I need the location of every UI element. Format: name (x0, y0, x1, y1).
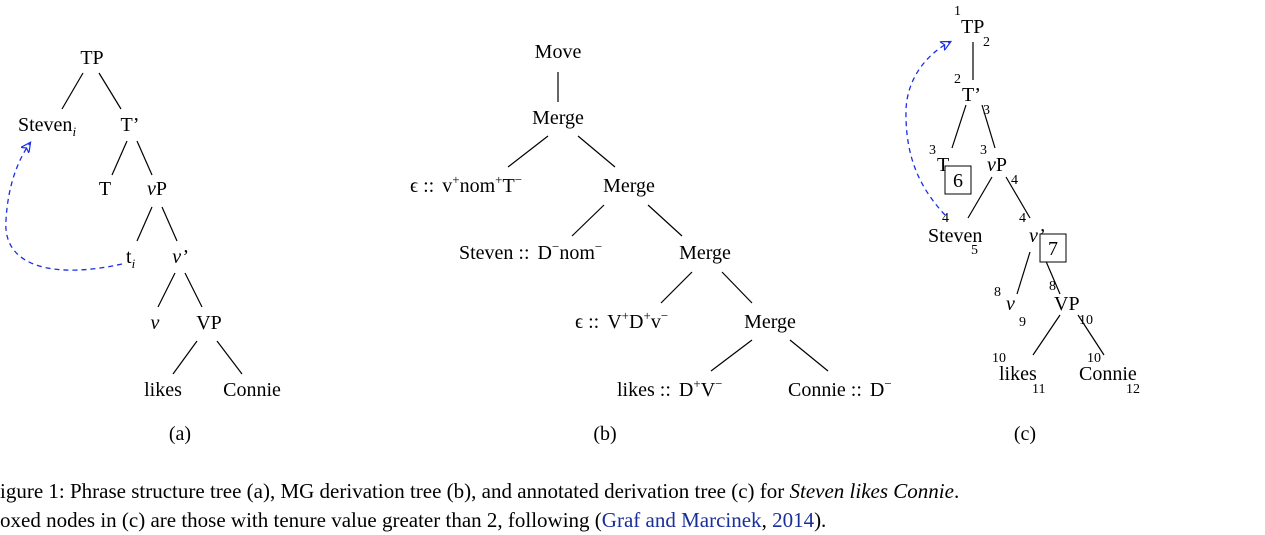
node-c-likes: likes (999, 363, 1037, 385)
num-vp-post: 4 (1011, 173, 1018, 188)
edge-merge3-merge4 (721, 271, 753, 304)
num-v-pre: 8 (994, 285, 1001, 300)
edge-c-vbar-v (1016, 251, 1031, 295)
num-likes-pre: 10 (992, 351, 1006, 366)
node-c-t-bar: T’ (962, 84, 981, 106)
caption-line-2: oxed nodes in (c) are those with tenure … (0, 505, 826, 535)
edge-vbar-v (157, 272, 176, 308)
node-c-connie: Connie (1079, 363, 1137, 385)
edge-c-vplow-connie (1077, 314, 1105, 356)
tenure-value-t: 6 (953, 170, 963, 192)
citation-link-authors[interactable]: Graf and Marcinek (601, 508, 762, 532)
edge-vp-vbar (161, 206, 178, 242)
node-v-bar: v’ (172, 246, 188, 268)
edge-merge1-eps1 (507, 135, 549, 168)
edge-c-tbar-t (951, 104, 967, 149)
node-merge-1: Merge (532, 107, 584, 129)
num-likes-post: 11 (1032, 382, 1045, 397)
node-c-vp-lower: VP (1054, 293, 1080, 315)
node-steven-lex: Steven ::D−nom− (459, 239, 602, 264)
num-v-post: 9 (1019, 315, 1026, 330)
edge-merge3-eps2 (660, 271, 693, 304)
num-t-pre: 3 (929, 143, 936, 158)
subfigure-label-c: (c) (1014, 423, 1036, 445)
node-epsilon-t: ϵ ::v+nom+T− (410, 172, 522, 197)
caption-text: oxed nodes in (c) are those with tenure … (0, 508, 602, 532)
edge-vbar-vplow (184, 272, 203, 308)
num-vplow-post: 10 (1079, 313, 1093, 328)
num-vplow-pre: 8 (1049, 279, 1056, 294)
edge-tp-steven (61, 72, 84, 110)
citation-link-year[interactable]: 2014 (772, 508, 815, 532)
node-c-v: v (1006, 293, 1015, 315)
num-vp-pre: 3 (980, 143, 987, 158)
caption-text: , (761, 508, 773, 532)
node-merge-4: Merge (744, 311, 796, 333)
num-connie-pre: 10 (1087, 351, 1101, 366)
node-merge-2: Merge (603, 175, 655, 197)
edge-c-vp-vbar (1005, 176, 1031, 219)
num-tbar-pre: 2 (954, 72, 961, 87)
node-connie-lex: Connie ::D− (788, 376, 892, 401)
edge-merge4-connie (789, 339, 829, 372)
num-steven-pre: 4 (942, 211, 949, 226)
node-epsilon-v: ϵ ::V+D+v− (575, 308, 668, 333)
edge-merge1-merge2 (577, 135, 616, 168)
annotated-derivation-tree: 1 TP 2 2 T’ 3 3 T 6 3 vP 4 4 Steven 5 4 … (905, 4, 1140, 445)
node-vp-lower: VP (196, 312, 222, 334)
edge-merge2-merge3 (647, 204, 683, 237)
edge-vp-trace (136, 206, 153, 242)
edge-tbar-vp (136, 140, 153, 176)
subfigure-label-a: (a) (169, 423, 191, 445)
edge-vplow-likes (172, 340, 198, 375)
edge-merge4-likes (710, 339, 753, 372)
mg-derivation-tree: Move Merge ϵ ::v+nom+T− Merge Steven ::D… (410, 41, 892, 445)
num-tp-pre: 1 (954, 4, 961, 19)
caption-text: igure 1: Phrase structure tree (a), MG d… (0, 479, 790, 503)
node-c-tp: TP (961, 16, 984, 38)
node-move: Move (535, 41, 582, 63)
tenure-box-t (944, 165, 972, 195)
node-tp: TP (80, 47, 103, 69)
node-likes-lex: likes ::D+V− (617, 376, 722, 401)
num-tbar-post: 3 (983, 103, 990, 118)
edge-c-vp-steven (967, 176, 993, 219)
edge-vplow-connie (216, 340, 243, 375)
caption-text: ). (814, 508, 827, 532)
subfigure-label-b: (b) (593, 423, 616, 445)
caption-example-sentence: Steven likes Connie (789, 479, 954, 503)
edge-c-tbar-vp (981, 104, 996, 149)
edge-merge2-steven (571, 204, 605, 237)
node-t: T (99, 178, 111, 200)
num-vbar-pre: 4 (1019, 211, 1026, 226)
node-merge-3: Merge (679, 242, 731, 264)
num-steven-post: 5 (971, 243, 978, 258)
caption-line-1: igure 1: Phrase structure tree (a), MG d… (0, 476, 959, 506)
edge-tbar-t (111, 140, 128, 176)
num-connie-post: 12 (1126, 382, 1140, 397)
tenure-box-vbar (1039, 233, 1067, 263)
edge-tp-tbar (98, 72, 122, 110)
edge-c-vplow-likes (1032, 314, 1061, 356)
node-v: v (151, 312, 160, 334)
node-likes: likes (144, 379, 182, 401)
node-connie: Connie (223, 379, 281, 401)
node-t-bar: T’ (121, 114, 140, 136)
movement-arrow-a (5, 143, 123, 271)
movement-arrow-c (905, 42, 950, 216)
tenure-value-vbar: 7 (1048, 238, 1058, 260)
num-tp-post: 2 (983, 35, 990, 50)
node-steven: Steveni (18, 114, 76, 139)
node-trace: ti (126, 246, 136, 271)
phrase-structure-tree: TP Steveni T’ T vP ti v’ v VP likes Conn… (5, 47, 281, 445)
node-vp: vP (147, 178, 167, 200)
node-c-vp: vP (987, 154, 1007, 176)
node-c-steven: Steven (928, 225, 982, 247)
caption-text: . (953, 479, 960, 503)
